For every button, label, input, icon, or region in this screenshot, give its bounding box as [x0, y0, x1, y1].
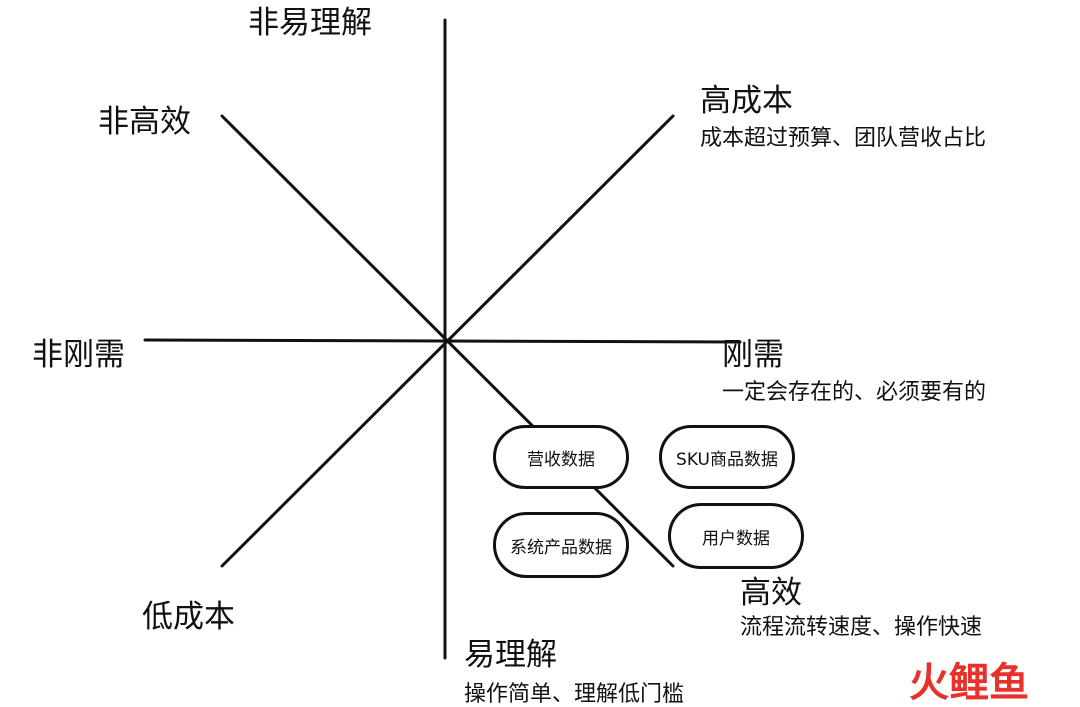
label-efficient-desc: 流程流转速度、操作快速: [740, 615, 983, 640]
label-inefficient: 非高效: [98, 104, 191, 140]
label-efficient: 高效: [740, 575, 802, 611]
watermark-text: 火鲤鱼: [909, 660, 1029, 702]
watermark-logo: 火鲤鱼: [909, 660, 1029, 702]
label-essential: 刚需: [722, 337, 784, 373]
label-non-essential: 非刚需: [32, 337, 125, 373]
label-high-cost: 高成本: [700, 83, 793, 119]
label-hard-to-understand: 非易理解: [248, 5, 372, 41]
horizontal-axis: [143, 338, 742, 344]
label-easy-desc: 操作简单、理解低门槛: [464, 682, 685, 707]
node-sku-product-data: SKU商品数据: [659, 425, 795, 489]
node-revenue-data: 营收数据: [493, 425, 629, 489]
node-user-data: 用户数据: [668, 503, 804, 569]
label-essential-desc: 一定会存在的、必须要有的: [722, 380, 987, 405]
label-low-cost: 低成本: [142, 599, 235, 635]
label-high-cost-desc: 成本超过预算、团队营收占比: [700, 126, 987, 151]
label-easy-to-understand: 易理解: [464, 637, 557, 673]
diagonal-axis-efficiency: [220, 114, 675, 568]
node-system-product-data: 系统产品数据: [493, 512, 629, 578]
